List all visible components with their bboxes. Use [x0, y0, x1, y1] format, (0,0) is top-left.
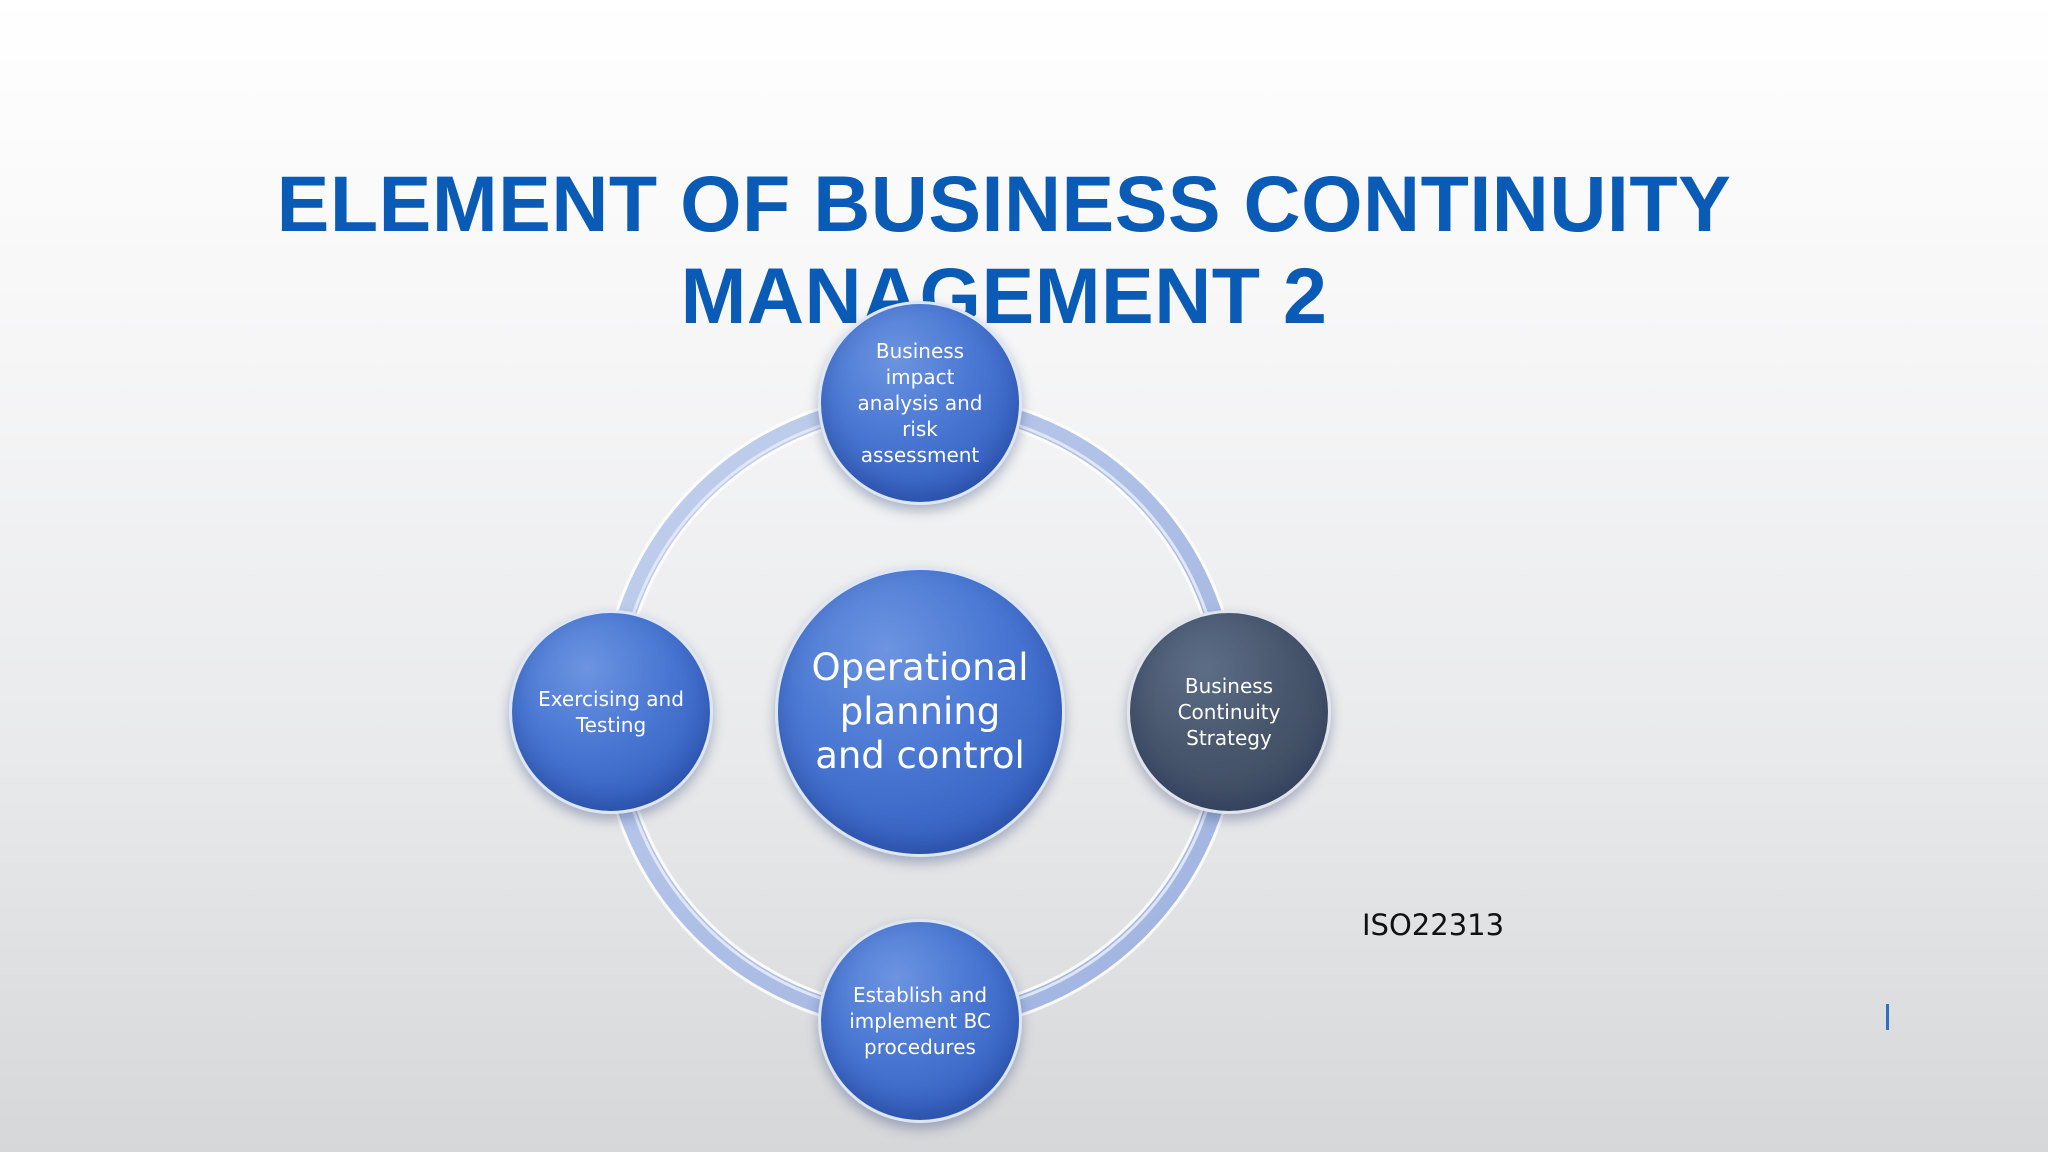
- slide-title-line-1: ELEMENT OF BUSINESS CONTINUITY: [276, 159, 1732, 248]
- slide-title-line-2: MANAGEMENT 2: [680, 251, 1328, 340]
- center-node-operational-planning: Operational planning and control: [775, 567, 1065, 857]
- node-label-bottom: Establish and implement BC procedures: [849, 983, 991, 1059]
- node-label-right: Business Continuity Strategy: [1177, 674, 1281, 750]
- text-cursor: [1886, 1004, 1889, 1030]
- node-label-left: Exercising and Testing: [538, 687, 684, 737]
- node-business-continuity-strategy: Business Continuity Strategy: [1127, 610, 1331, 814]
- node-exercising-and-testing: Exercising and Testing: [509, 610, 713, 814]
- node-establish-bc-procedures: Establish and implement BC procedures: [818, 919, 1022, 1123]
- slide-title: ELEMENT OF BUSINESS CONTINUITY MANAGEMEN…: [204, 158, 1804, 342]
- source-label: ISO22313: [1362, 908, 1505, 942]
- node-label-top: Business impact analysis and risk assess…: [857, 339, 983, 467]
- node-business-impact-analysis: Business impact analysis and risk assess…: [818, 301, 1022, 505]
- center-node-label: Operational planning and control: [811, 646, 1029, 777]
